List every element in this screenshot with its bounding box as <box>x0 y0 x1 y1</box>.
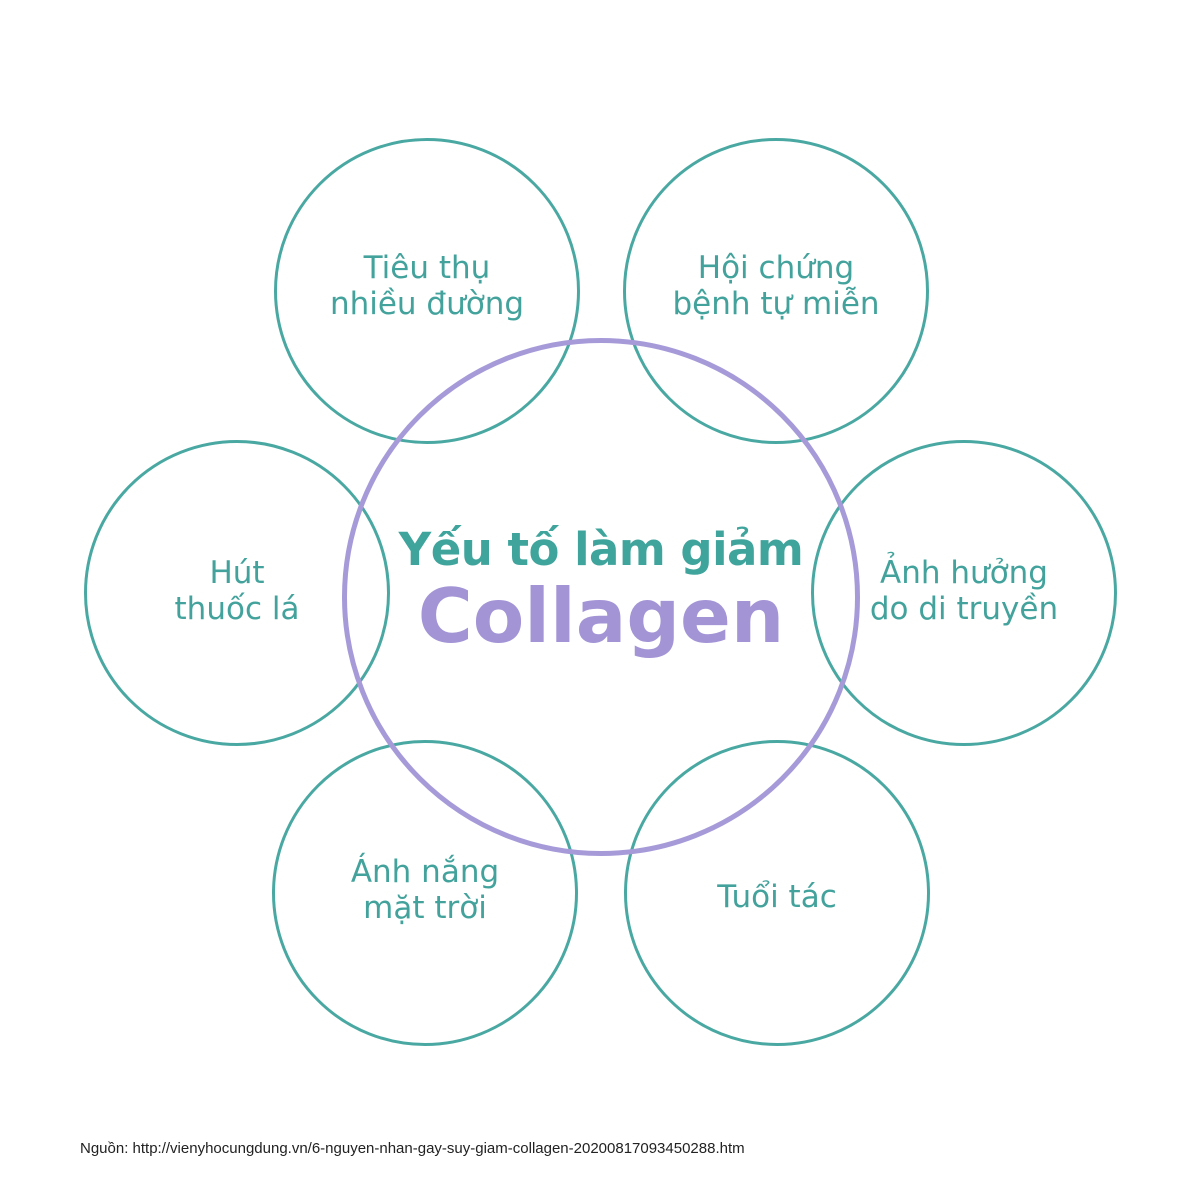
factor-smoking-line2: thuốc lá <box>174 591 300 627</box>
center-subject: Collagen <box>417 572 785 660</box>
factor-genetics-line1: Ảnh hưởng <box>880 555 1048 591</box>
factor-label-smoking: Hút thuốc lá <box>175 555 300 627</box>
center-circle <box>342 338 860 856</box>
factor-sugar-line2: nhiều đường <box>329 286 525 322</box>
factor-sunlight-line2: mặt trời <box>363 890 487 926</box>
factor-sugar-line1: Tiêu thụ <box>363 250 491 286</box>
factor-label-sugar: Tiêu thụ nhiều đường <box>330 250 524 322</box>
factor-autoimmune-line2: bệnh tự miễn <box>672 286 880 322</box>
center-text: Yếu tố làm giảm Collagen <box>342 338 860 856</box>
factor-label-genetics: Ảnh hưởng do di truyền <box>870 555 1058 627</box>
factor-label-age: Tuổi tác <box>717 879 837 915</box>
factor-age-line1: Tuổi tác <box>717 879 837 915</box>
center-title: Yếu tố làm giảm <box>398 523 804 576</box>
factor-circle-autoimmune: Hội chứng bệnh tự miễn <box>623 138 929 444</box>
factor-autoimmune-line1: Hội chứng <box>697 250 855 286</box>
factor-label-autoimmune: Hội chứng bệnh tự miễn <box>672 250 879 322</box>
factor-sunlight-line1: Ánh nắng <box>350 854 500 890</box>
factor-label-sunlight: Ánh nắng mặt trời <box>351 854 499 926</box>
factor-genetics-line2: do di truyền <box>869 591 1059 627</box>
factor-smoking-line1: Hút <box>209 555 265 591</box>
source-citation: Nguồn: http://vienyhocungdung.vn/6-nguye… <box>80 1140 745 1157</box>
factor-circle-smoking: Hút thuốc lá <box>84 440 390 746</box>
